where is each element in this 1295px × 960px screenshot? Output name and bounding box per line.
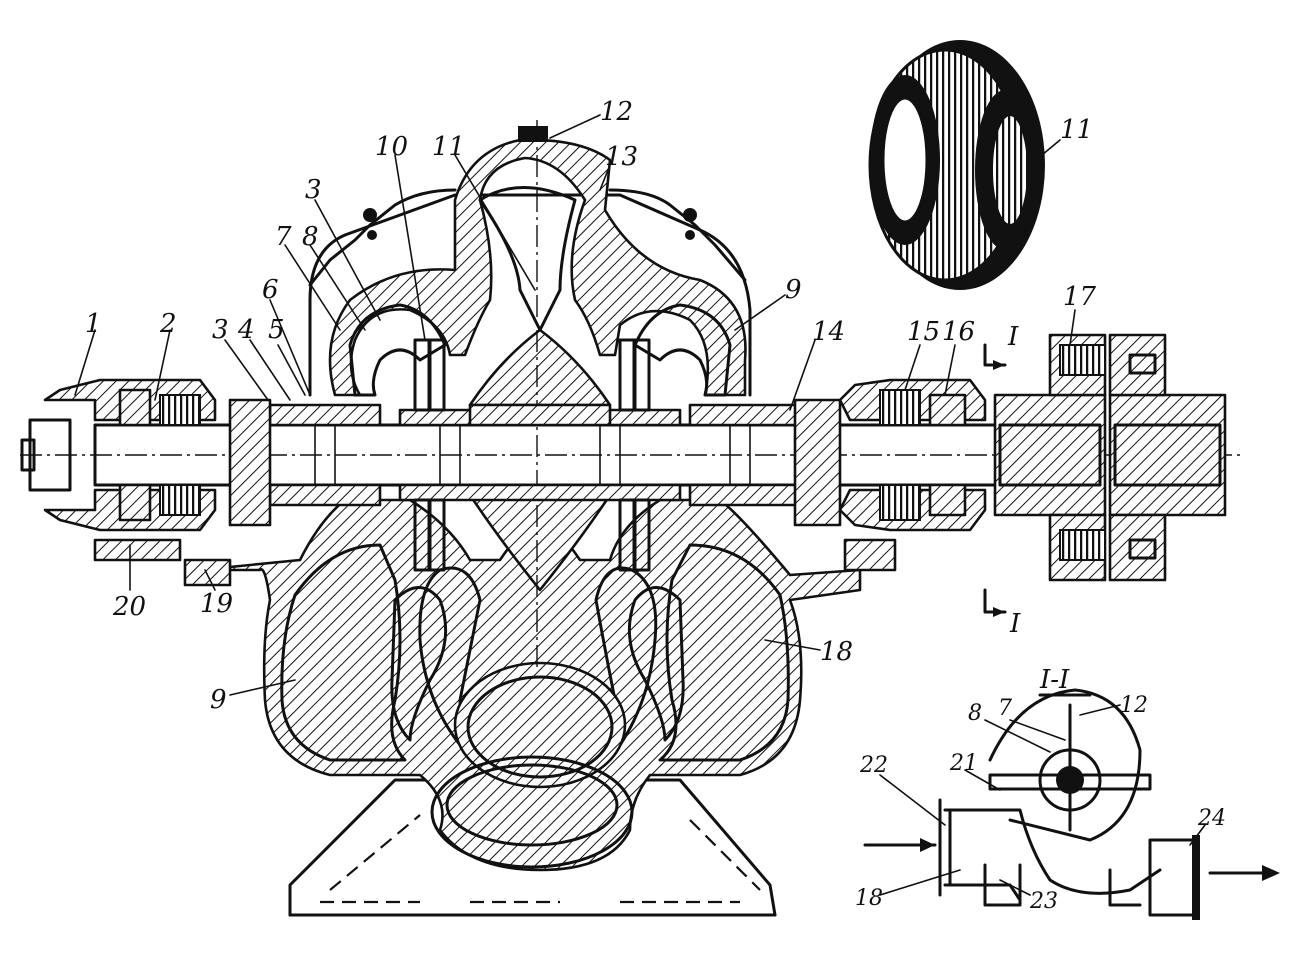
section-label-22: 22 — [859, 753, 888, 778]
section-markers — [983, 343, 1007, 617]
label-14: 14 — [812, 317, 845, 347]
label-8: 8 — [302, 222, 319, 252]
label-2: 2 — [159, 309, 177, 339]
part-labels: 1 2 3 4 5 6 7 8 3 10 11 12 13 9 14 15 16… — [85, 97, 1226, 914]
label-11: 11 — [432, 132, 465, 162]
label-17: 17 — [1063, 282, 1097, 312]
label-4: 4 — [237, 315, 255, 345]
label-19: 19 — [200, 589, 233, 619]
label-3-top: 3 — [305, 175, 322, 205]
label-15: 15 — [907, 317, 940, 347]
label-9-top: 9 — [785, 275, 802, 305]
coupling — [993, 333, 1227, 582]
label-13: 13 — [605, 142, 638, 172]
label-18: 18 — [820, 637, 853, 667]
label-10: 10 — [375, 132, 408, 162]
section-label-18: 18 — [855, 886, 883, 911]
section-label-top: I — [1007, 322, 1019, 352]
lower-casing — [198, 498, 862, 872]
label-12: 12 — [600, 97, 633, 127]
label-6: 6 — [262, 275, 279, 305]
leader-lines — [74, 114, 1206, 896]
upper-casing — [308, 126, 752, 592]
right-bearing — [793, 378, 987, 572]
section-label-23: 23 — [1029, 889, 1058, 914]
section-label-8: 8 — [968, 701, 982, 726]
section-label-bottom: I — [1009, 609, 1021, 639]
label-11-impeller: 11 — [1060, 115, 1093, 145]
label-5: 5 — [268, 315, 285, 345]
left-bearing — [20, 378, 272, 587]
section-title: I-I — [1039, 665, 1070, 695]
impeller-illustration — [868, 40, 1045, 290]
section-I-I — [863, 688, 1280, 920]
pump-base — [288, 778, 777, 917]
section-label-7: 7 — [998, 696, 1012, 721]
section-label-24: 24 — [1197, 806, 1226, 831]
label-20: 20 — [112, 592, 146, 622]
section-label-21: 21 — [949, 751, 978, 776]
label-1: 1 — [85, 309, 102, 339]
label-7: 7 — [275, 222, 292, 252]
section-label-12: 12 — [1120, 693, 1148, 718]
label-9-bottom: 9 — [210, 685, 227, 715]
label-16: 16 — [942, 317, 975, 347]
label-3-left: 3 — [212, 315, 229, 345]
